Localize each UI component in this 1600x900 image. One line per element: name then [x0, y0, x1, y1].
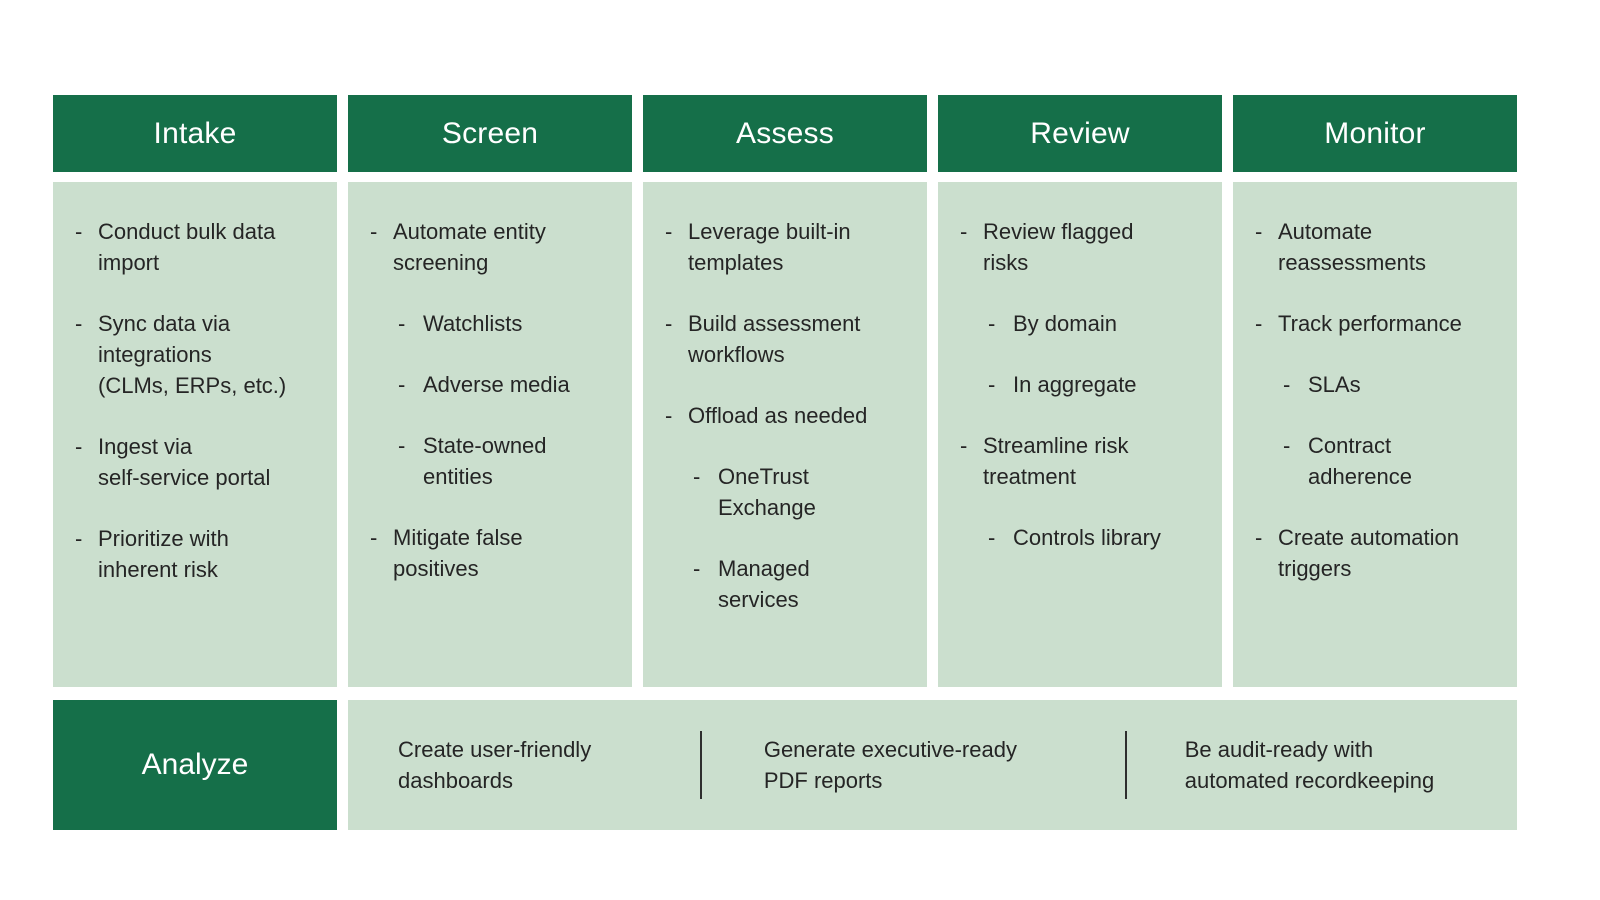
- list-item: Adverse media: [348, 369, 632, 400]
- list-item-text: Controls library: [1013, 525, 1161, 550]
- list-item-text: By domain: [1013, 311, 1117, 336]
- list-item: State-owned entities: [348, 430, 632, 492]
- stage-body-review: Review flagged risks By domain In aggreg…: [938, 182, 1222, 687]
- analyze-section-text: Be audit-ready with automated recordkeep…: [1184, 737, 1435, 793]
- list-item: Sync data via integrations (CLMs, ERPs, …: [53, 308, 337, 401]
- list-item: Ingest via self-service portal: [53, 431, 337, 493]
- stage-title: Review: [1030, 116, 1130, 150]
- list-item: Review flagged risks: [938, 216, 1222, 278]
- list-item: Controls library: [938, 522, 1222, 553]
- list-item: By domain: [938, 308, 1222, 339]
- analyze-section: Create user-friendly dashboards: [348, 700, 700, 830]
- stage-body-monitor: Automate reassessments Track performance…: [1233, 182, 1517, 687]
- list-item-text: Review flagged risks: [983, 219, 1134, 275]
- list-item: Watchlists: [348, 308, 632, 339]
- list-item-text: Streamline risk treatment: [983, 433, 1129, 489]
- list-item: Track performance: [1233, 308, 1517, 339]
- stage-title: Monitor: [1324, 116, 1426, 150]
- stage-column-review: Review Review flagged risks By domain In…: [938, 95, 1222, 687]
- stage-column-screen: Screen Automate entity screening Watchli…: [348, 95, 632, 687]
- stage-header-intake: Intake: [53, 95, 337, 172]
- list-item-text: Managed services: [718, 556, 810, 612]
- stage-body-screen: Automate entity screening Watchlists Adv…: [348, 182, 632, 687]
- stage-body-intake: Conduct bulk data import Sync data via i…: [53, 182, 337, 687]
- analyze-section-text: Generate executive-ready PDF reports: [763, 737, 1017, 793]
- stage-columns: Intake Conduct bulk data import Sync dat…: [53, 95, 1517, 687]
- list-item: In aggregate: [938, 369, 1222, 400]
- stage-header-screen: Screen: [348, 95, 632, 172]
- list-item: OneTrust Exchange: [643, 461, 927, 523]
- vertical-divider: [1124, 731, 1127, 799]
- list-item: Mitigate false positives: [348, 522, 632, 584]
- stage-title: Screen: [441, 116, 539, 150]
- stage-column-assess: Assess Leverage built-in templates Build…: [643, 95, 927, 687]
- process-diagram: Intake Conduct bulk data import Sync dat…: [53, 95, 1517, 830]
- list-item-text: SLAs: [1308, 372, 1361, 397]
- list-item-text: Automate reassessments: [1278, 219, 1426, 275]
- list-item-text: Leverage built-in templates: [688, 219, 851, 275]
- stage-column-monitor: Monitor Automate reassessments Track per…: [1233, 95, 1517, 687]
- list-item-text: Conduct bulk data import: [98, 219, 276, 275]
- list-item: Offload as needed: [643, 400, 927, 431]
- analyze-section: Be audit-ready with automated recordkeep…: [1127, 700, 1517, 830]
- list-item-text: Ingest via self-service portal: [98, 434, 271, 490]
- list-item: Conduct bulk data import: [53, 216, 337, 278]
- stage-header-review: Review: [938, 95, 1222, 172]
- list-item-text: Sync data via integrations (CLMs, ERPs, …: [98, 311, 287, 398]
- list-item-text: Create automation triggers: [1278, 525, 1459, 581]
- list-item-text: Build assessment workflows: [688, 311, 861, 367]
- list-item-text: Adverse media: [423, 372, 570, 397]
- list-item: Create automation triggers: [1233, 522, 1517, 584]
- list-item-text: State-owned entities: [423, 433, 547, 489]
- vertical-divider: [699, 731, 702, 799]
- list-item: Build assessment workflows: [643, 308, 927, 370]
- stage-header-monitor: Monitor: [1233, 95, 1517, 172]
- stage-title: Intake: [153, 116, 237, 150]
- analyze-header: Analyze: [53, 700, 337, 830]
- list-item: Prioritize with inherent risk: [53, 523, 337, 585]
- stage-column-intake: Intake Conduct bulk data import Sync dat…: [53, 95, 337, 687]
- list-item-text: Automate entity screening: [393, 219, 546, 275]
- stage-body-assess: Leverage built-in templates Build assess…: [643, 182, 927, 687]
- list-item: Managed services: [643, 553, 927, 615]
- list-item-text: Mitigate false positives: [393, 525, 523, 581]
- list-item-text: OneTrust Exchange: [718, 464, 816, 520]
- list-item-text: Contract adherence: [1308, 433, 1412, 489]
- list-item: Automate entity screening: [348, 216, 632, 278]
- list-item: Contract adherence: [1233, 430, 1517, 492]
- list-item-text: Offload as needed: [688, 403, 868, 428]
- list-item-text: Track performance: [1278, 311, 1462, 336]
- list-item-text: Prioritize with inherent risk: [98, 526, 229, 582]
- analyze-section: Generate executive-ready PDF reports: [702, 700, 1125, 830]
- list-item: SLAs: [1233, 369, 1517, 400]
- list-item-text: Watchlists: [423, 311, 523, 336]
- list-item: Leverage built-in templates: [643, 216, 927, 278]
- list-item: Automate reassessments: [1233, 216, 1517, 278]
- analyze-section-text: Create user-friendly dashboards: [398, 737, 592, 793]
- list-item-text: In aggregate: [1013, 372, 1137, 397]
- analyze-title: Analyze: [141, 748, 249, 781]
- stage-title: Assess: [736, 116, 834, 150]
- analyze-row: Analyze Create user-friendly dashboards …: [53, 700, 1517, 830]
- analyze-body: Create user-friendly dashboards Generate…: [348, 700, 1517, 830]
- list-item: Streamline risk treatment: [938, 430, 1222, 492]
- stage-header-assess: Assess: [643, 95, 927, 172]
